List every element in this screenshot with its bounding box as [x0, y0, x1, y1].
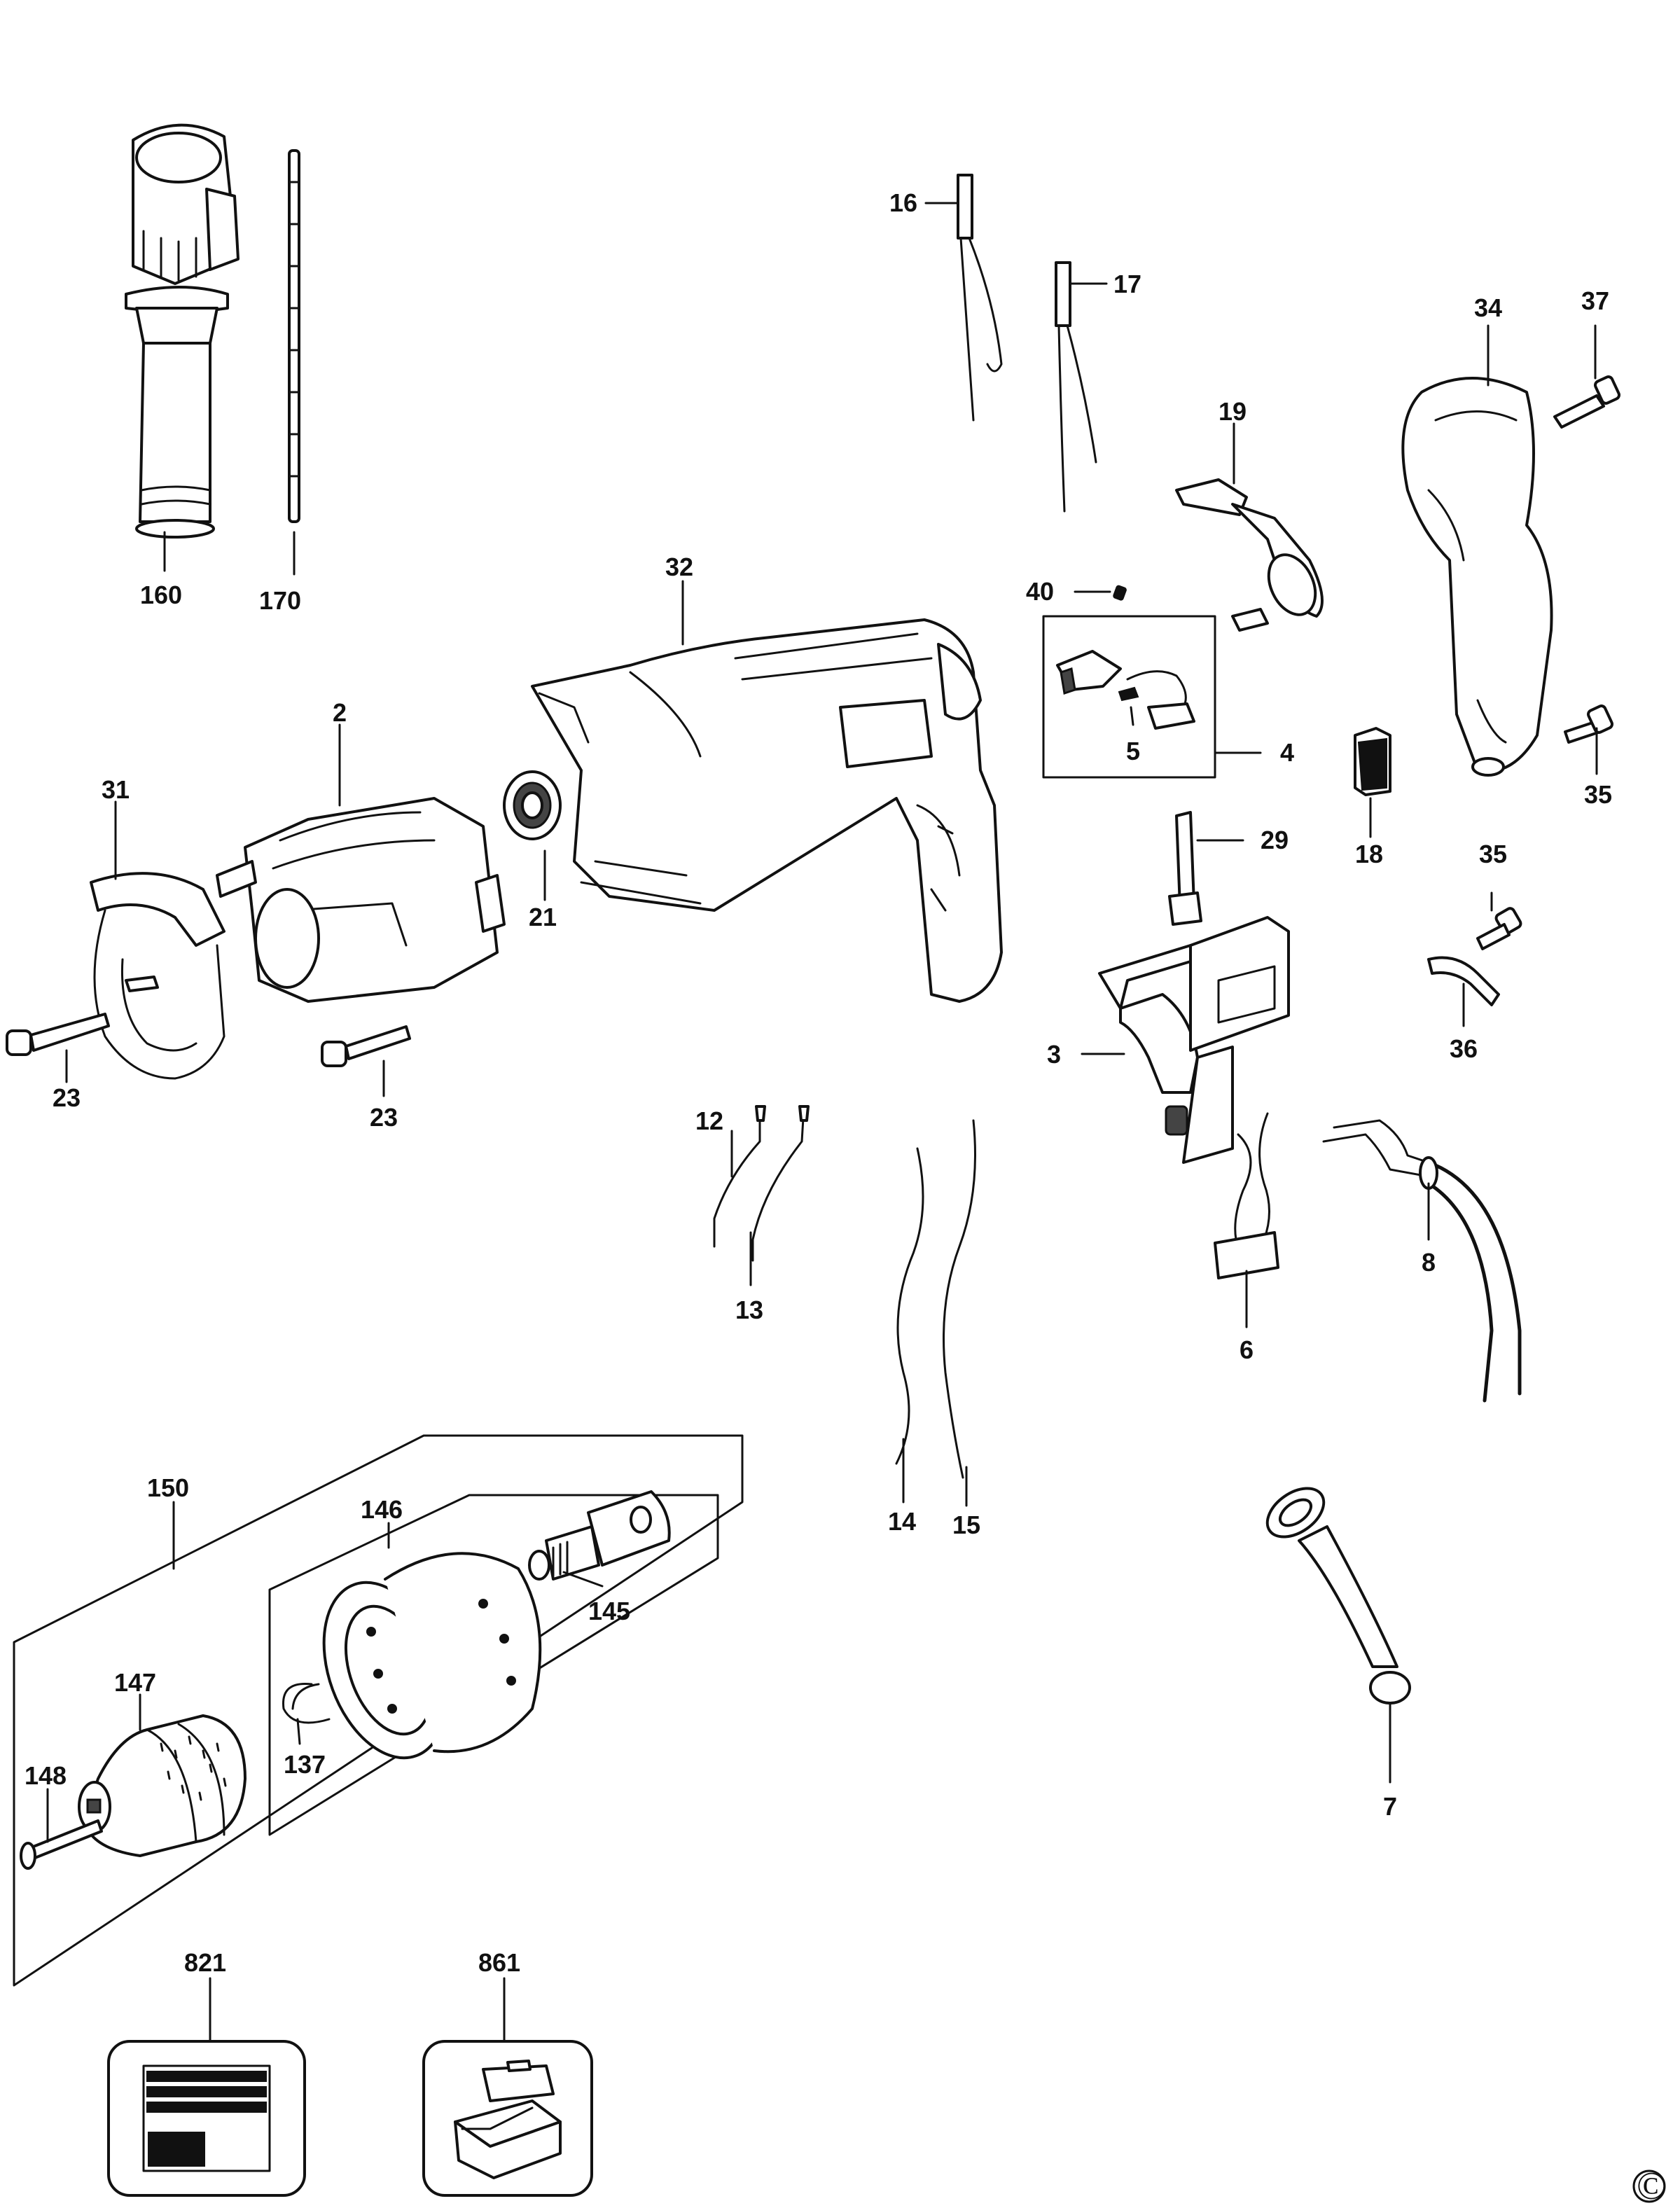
- screw-23-left: [6, 1013, 110, 1056]
- lead-wire-15: [943, 1119, 976, 1479]
- side-handle-160: [125, 123, 239, 539]
- label-14: 14: [888, 1507, 916, 1536]
- label-8: 8: [1422, 1248, 1436, 1277]
- label-6: 6: [1240, 1335, 1254, 1364]
- spindle-145: [528, 1490, 671, 1581]
- label-5: 5: [1126, 737, 1140, 765]
- label-31: 31: [102, 775, 130, 804]
- copyright-symbol: ©: [1637, 2165, 1667, 2208]
- brush-and-spring-5: [1056, 650, 1195, 730]
- label-plate-821: [107, 2040, 306, 2197]
- label-35-lower: 35: [1479, 840, 1507, 868]
- screw-40: [1113, 585, 1127, 601]
- screw-148: [20, 1819, 103, 1870]
- label-137: 137: [284, 1750, 326, 1779]
- label-40: 40: [1026, 577, 1054, 606]
- label-19: 19: [1219, 397, 1247, 426]
- label-4: 4: [1280, 738, 1294, 767]
- screw-35-lower: [1476, 907, 1522, 950]
- cord-clamp-36: [1427, 956, 1500, 1006]
- auxiliary-handle-7: [1265, 1487, 1411, 1704]
- power-cable-8: [1322, 1119, 1522, 1403]
- label-18: 18: [1355, 840, 1383, 868]
- label-37: 37: [1581, 286, 1609, 315]
- label-2: 2: [333, 698, 347, 727]
- capacitor-6: [1214, 1112, 1279, 1279]
- label-160: 160: [140, 581, 182, 609]
- label-16: 16: [889, 188, 917, 217]
- chuck-147: [78, 1714, 247, 1857]
- copyright-circle: [1632, 2169, 1666, 2203]
- collar-146: [322, 1552, 542, 1760]
- label-170: 170: [259, 586, 301, 615]
- lead-wire-16: [957, 174, 1003, 422]
- label-34: 34: [1474, 293, 1502, 322]
- motor-housing-32: [531, 618, 1003, 1003]
- label-7: 7: [1383, 1792, 1397, 1821]
- lead-wire-12: [713, 1105, 766, 1248]
- leader-lines: [46, 202, 1598, 2043]
- switch-3: [1098, 916, 1290, 1164]
- brush-assembly-box-4: [1042, 615, 1216, 779]
- lead-wire-14: [895, 1147, 924, 1465]
- reversing-lever-29: [1168, 811, 1202, 926]
- label-32: 32: [665, 553, 693, 581]
- lead-wire-17: [1055, 261, 1097, 513]
- screw-23-right: [321, 1025, 411, 1067]
- label-3: 3: [1047, 1040, 1061, 1069]
- label-36: 36: [1450, 1034, 1478, 1063]
- label-17: 17: [1113, 270, 1141, 298]
- label-29: 29: [1261, 826, 1289, 854]
- label-12: 12: [695, 1106, 723, 1135]
- depth-rod-170: [288, 149, 300, 523]
- field-coil-2: [216, 797, 506, 1003]
- carrying-case-861: [422, 2040, 593, 2197]
- label-148: 148: [25, 1761, 67, 1790]
- label-13: 13: [735, 1296, 763, 1324]
- lead-wire-13: [751, 1105, 810, 1262]
- label-35-upper: 35: [1584, 780, 1612, 809]
- baffle-31: [90, 872, 225, 1080]
- label-147: 147: [114, 1668, 156, 1697]
- brush-holder-19: [1175, 478, 1324, 632]
- handle-housing-34: [1401, 377, 1553, 777]
- label-23-right: 23: [370, 1103, 398, 1132]
- label-146: 146: [361, 1495, 403, 1524]
- label-21: 21: [529, 903, 557, 931]
- retaining-ring-137: [282, 1682, 331, 1724]
- carbon-brush-18: [1354, 727, 1391, 796]
- label-145: 145: [588, 1597, 630, 1625]
- label-861: 861: [478, 1948, 520, 1977]
- label-150: 150: [147, 1473, 189, 1502]
- label-15: 15: [952, 1511, 980, 1539]
- label-23-left: 23: [53, 1083, 81, 1112]
- label-821: 821: [184, 1948, 226, 1977]
- screw-35-upper: [1564, 704, 1613, 744]
- bearing-21: [503, 770, 562, 840]
- screw-37: [1553, 375, 1620, 429]
